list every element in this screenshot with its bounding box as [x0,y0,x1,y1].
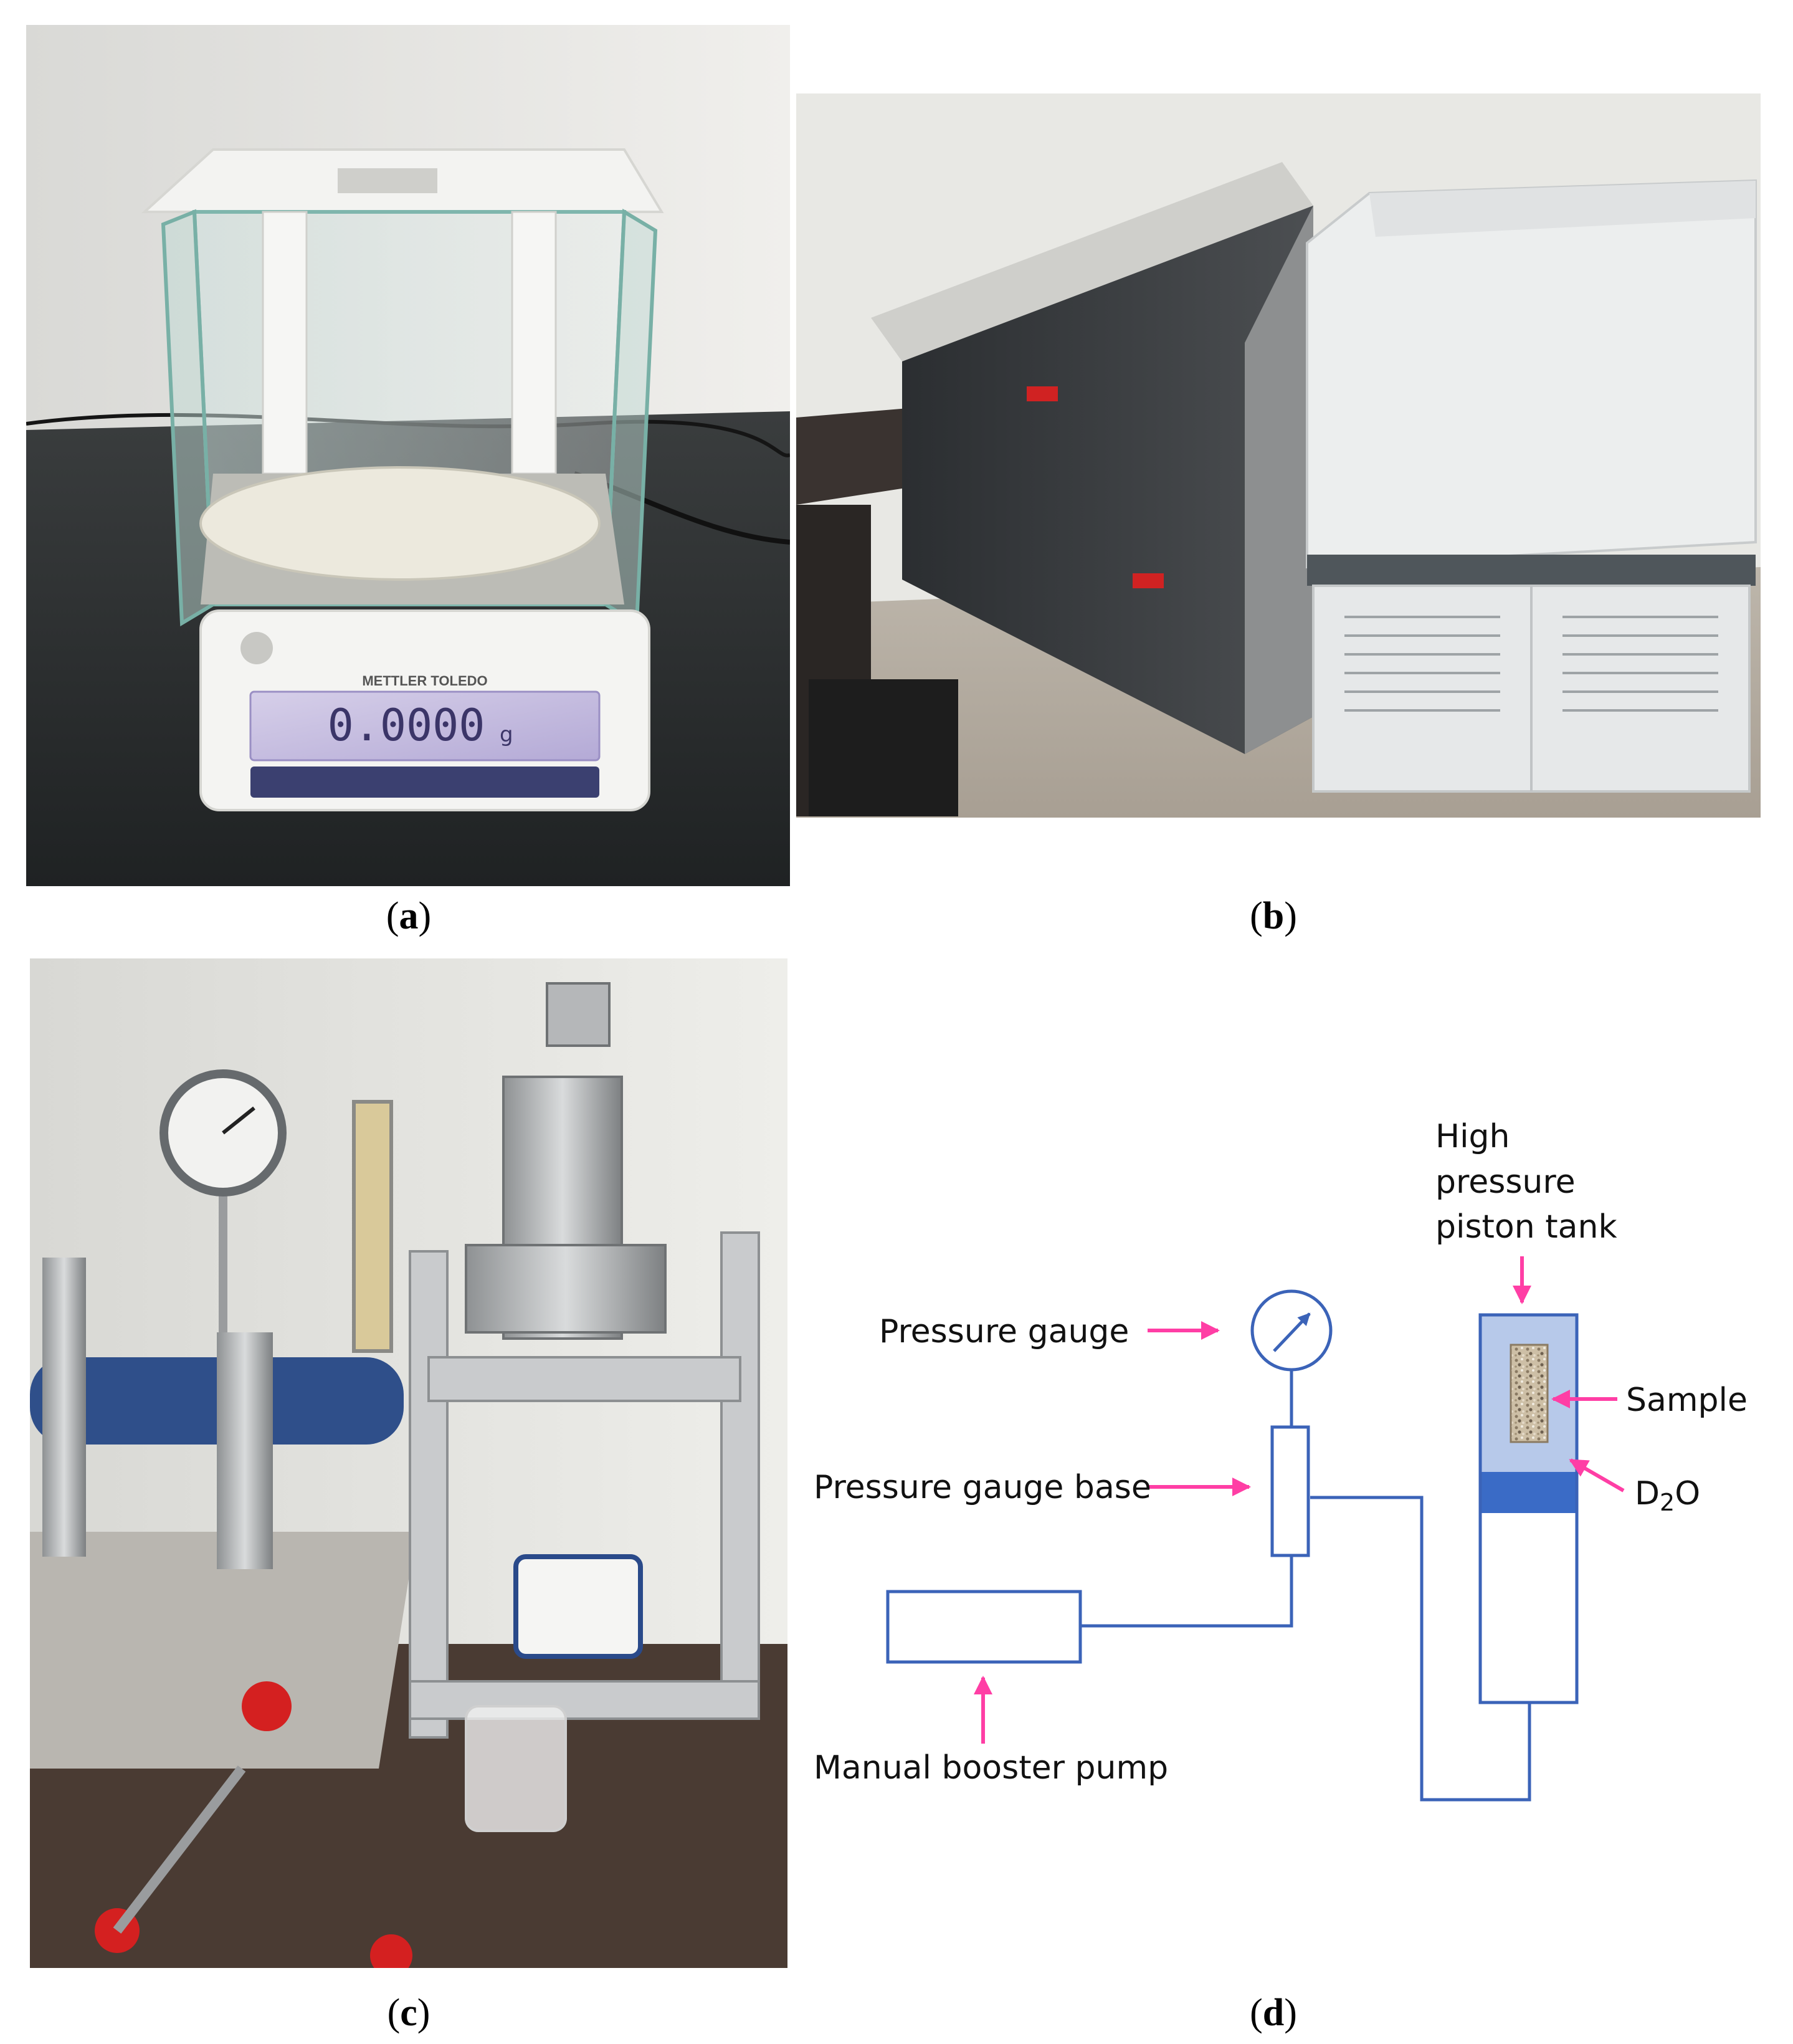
caption-d: (d) [1250,1992,1297,2034]
pipe-lines [1080,1357,1531,1802]
caption-c: (c) [387,1992,430,2034]
sample-core [1510,1344,1549,1443]
tank-d2o-layer [1480,1472,1577,1513]
label-d2o-tail: O [1675,1475,1700,1512]
label-tank-line1: High [1435,1118,1510,1155]
label-manual-booster-pump: Manual booster pump [814,1749,1168,1787]
label-d2o-main: D [1635,1475,1660,1512]
label-tank-line3: piston tank [1435,1208,1617,1246]
label-pressure-gauge: Pressure gauge [879,1313,1129,1350]
pipe-base-to-pump [1080,1555,1293,1628]
label-d2o-subscript: 2 [1660,1489,1675,1516]
caption-a-letter: a [399,895,419,937]
caption-a: (a) [386,895,432,937]
label-pressure-gauge-base: Pressure gauge base [814,1469,1151,1506]
caption-b-letter: b [1262,895,1285,937]
manual-booster-pump-symbol [886,1590,1082,1664]
pressure-system-diagram: High pressure piston tank Pressure gauge… [814,1118,1748,1802]
pressure-gauge-base-symbol [1270,1425,1310,1557]
pressure-gauge-needle [1273,1312,1311,1352]
arrow-to-d2o [1569,1458,1625,1492]
balance-display-reading: 0.0000 [328,700,485,751]
label-d2o: D2O [1635,1475,1700,1516]
caption-b: (b) [1250,895,1297,937]
label-sample: Sample [1626,1382,1748,1419]
piston-tank-symbol [1478,1313,1579,1704]
caption-c-letter: c [400,1992,417,2034]
label-tank-line2: pressure [1435,1163,1576,1201]
caption-d-letter: d [1262,1992,1285,2034]
photo-analytical-balance: METTLER TOLEDO 0.0000 g [26,25,790,886]
tank-outline [1478,1313,1579,1704]
annotation-arrows [974,1256,1625,1744]
photo-nmr-analyzer [796,93,1761,818]
pipe-base-to-tank [1310,1496,1531,1802]
balance-brand-label: METTLER TOLEDO [362,673,487,689]
balance-display-unit: g [500,722,513,747]
photo-pressure-apparatus [30,958,787,1968]
